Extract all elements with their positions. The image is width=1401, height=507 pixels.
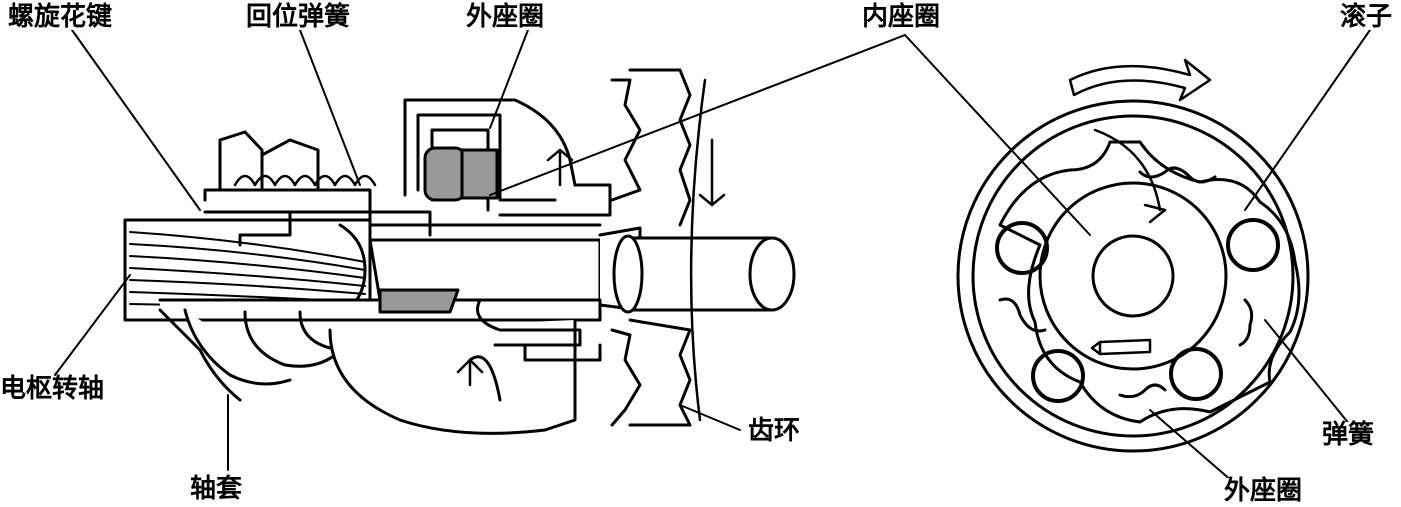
leader-lines	[54, 29, 1371, 489]
outer-race-lower	[158, 288, 602, 435]
label-spring: 弹簧	[1322, 420, 1375, 450]
label-inner-race: 内座圈	[862, 2, 941, 32]
pinion-shaft	[368, 226, 796, 314]
label-return-spring: 回位弹簧	[246, 2, 351, 32]
label-sleeve: 轴套	[190, 474, 243, 504]
label-outer-race-bottom: 外座圈	[1224, 476, 1303, 506]
clutch-cross-section	[956, 58, 1310, 453]
label-ring-gear: 齿环	[748, 416, 801, 446]
spring-cup	[203, 130, 377, 202]
label-armature-shaft: 电枢转轴	[0, 374, 105, 404]
label-outer-race-top: 外座圈	[466, 2, 545, 32]
label-roller: 滚子	[1340, 2, 1393, 32]
ring-gear	[610, 68, 726, 427]
outer-race-upper	[203, 98, 612, 247]
label-helical-spline: 螺旋花键	[8, 2, 113, 32]
return-spring	[233, 174, 377, 187]
